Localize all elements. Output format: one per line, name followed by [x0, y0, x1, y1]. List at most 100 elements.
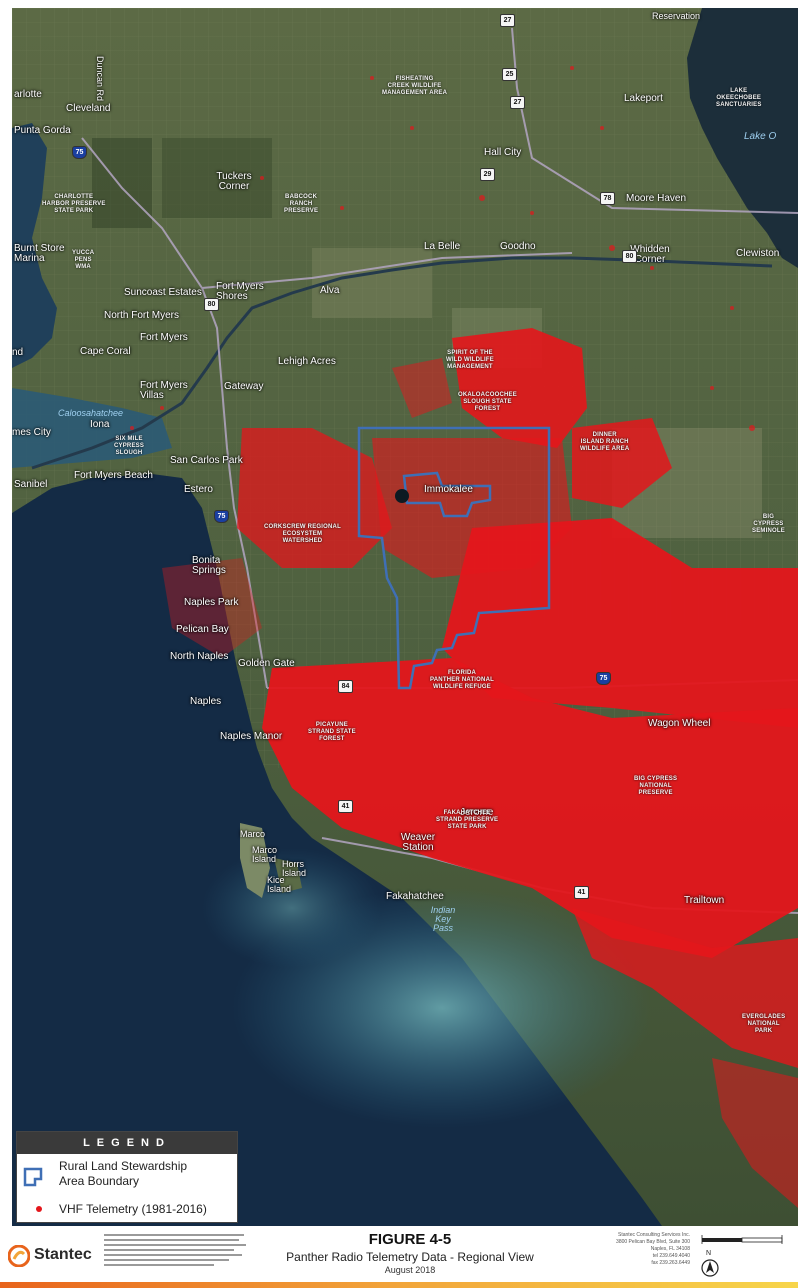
place-fort-myers-beach: Fort Myers Beach [74, 470, 153, 481]
route-80-shield: 80 [622, 250, 637, 263]
place-whidden-corner: Whidden Corner [630, 244, 670, 265]
place-clewiston: Clewiston [736, 248, 780, 259]
place-cleveland: Cleveland [66, 103, 111, 114]
place-suncoast-estates: Suncoast Estates [124, 287, 202, 298]
lake-okeechobee [687, 8, 798, 268]
place-cape-coral: Cape Coral [80, 346, 131, 357]
place-reservation: Reservation [652, 11, 701, 21]
vhf-telemetry-points [162, 328, 798, 1208]
marco-island-land [240, 823, 270, 898]
place-sanibel: Sanibel [14, 479, 48, 490]
place-fort-myers: Fort Myers [140, 332, 188, 343]
place-iona: Iona [90, 419, 110, 430]
address-line: Stantec Consulting Services Inc. [618, 1232, 690, 1238]
place-tuckers-corner: Tuckers Corner [216, 171, 252, 192]
place-naples-park: Naples Park [184, 597, 239, 608]
map-imagery [12, 8, 798, 1226]
north-arrow: N [700, 1250, 720, 1278]
place-moore-haven: Moore Haven [626, 193, 687, 204]
figure-date: August 2018 [384, 1265, 436, 1275]
place-immokalee: Immokalee [424, 484, 473, 495]
address-line: fax 239.263.6449 [651, 1260, 690, 1266]
place-north-naples: North Naples [170, 651, 229, 662]
route-84-shield: 84 [338, 680, 353, 693]
place-la-belle: La Belle [424, 241, 461, 252]
route-41-shield: 41 [574, 886, 589, 899]
figure-footer: Stantec FIGURE 4-5 Panther Radio Telemet… [0, 1226, 798, 1288]
company-address: Stantec Consulting Services Inc. 3800 Pe… [600, 1232, 690, 1267]
stantec-logo-text: Stantec [34, 1246, 92, 1263]
place-estero: Estero [184, 484, 213, 495]
place-hall-city: Hall City [484, 147, 522, 158]
satellite-map[interactable]: arlotte Cleveland Punta Gorda Duncan Rd … [12, 8, 798, 1226]
place-mes-city: mes City [12, 427, 51, 438]
place-trailtown: Trailtown [684, 895, 725, 906]
disclaimer-text-block [104, 1234, 246, 1266]
place-fort-myers-shores: Fort Myers Shores [216, 281, 264, 302]
route-27-shield: 27 [500, 14, 515, 27]
stantec-logo: Stantec [8, 1243, 108, 1269]
rls-label-line2: Area Boundary [59, 1174, 140, 1188]
scale-bar [701, 1235, 783, 1244]
figure-title: FIGURE 4-5 [368, 1231, 452, 1248]
place-arlotte: arlotte [14, 89, 42, 100]
legend-title: LEGEND [17, 1132, 237, 1154]
route-78-shield: 78 [600, 192, 615, 205]
rls-label-line1: Rural Land Stewardship [59, 1159, 188, 1173]
place-fakahatchee: Fakahatchee [386, 891, 444, 902]
place-wagon-wheel: Wagon Wheel [648, 718, 711, 729]
footer-accent-bar [0, 1282, 798, 1288]
immokalee-lake [395, 489, 409, 503]
charlotte-harbor [12, 123, 57, 368]
route-41-shield: 41 [338, 800, 353, 813]
place-marco: Marco [240, 829, 266, 839]
route-27-shield: 27 [510, 96, 525, 109]
map-legend: LEGEND Rural Land Stewardship Area Bound… [16, 1131, 238, 1223]
place-burnt-store-marina: Burnt Store Marina [14, 243, 65, 264]
place-indian-key-pass: Indian Key Pass [430, 905, 456, 933]
vhf-label: VHF Telemetry (1981-2016) [59, 1202, 207, 1216]
place-lehigh-acres: Lehigh Acres [278, 356, 336, 367]
address-line: tel 239.649.4040 [652, 1253, 690, 1259]
interstate-75-shield: 75 [596, 672, 611, 685]
place-caloosahatchee: Caloosahatchee [58, 408, 124, 418]
place-alva: Alva [320, 285, 340, 296]
estero-bay [12, 388, 172, 468]
stantec-swirl-icon [8, 1245, 30, 1267]
route-80-shield: 80 [204, 298, 219, 311]
place-jerome: Jerome [460, 807, 494, 818]
place-naples-manor: Naples Manor [220, 731, 283, 742]
place-gateway: Gateway [224, 381, 264, 392]
address-line: 3800 Pelican Bay Blvd, Suite 300 [616, 1239, 690, 1245]
place-lakeport: Lakeport [624, 93, 663, 104]
place-kice-island: Kice Island [267, 875, 292, 894]
place-fort-myers-villas: Fort Myers Villas [140, 380, 188, 401]
north-arrow-icon [701, 1259, 719, 1277]
place-lake-o: Lake O [744, 131, 777, 142]
place-marco-island: Marco Island [252, 845, 278, 864]
place-nd: nd [12, 347, 24, 358]
place-north-fort-myers: North Fort Myers [104, 310, 180, 321]
place-duncan: Duncan Rd [95, 56, 105, 102]
figure-subtitle: Panther Radio Telemetry Data - Regional … [286, 1250, 534, 1264]
rls-area-boundary [357, 426, 551, 690]
place-golden-gate: Golden Gate [238, 658, 295, 669]
place-punta-gorda: Punta Gorda [14, 125, 71, 136]
place-bonita-springs: Bonita Springs [192, 555, 226, 576]
caloosahatchee-river [31, 256, 773, 470]
